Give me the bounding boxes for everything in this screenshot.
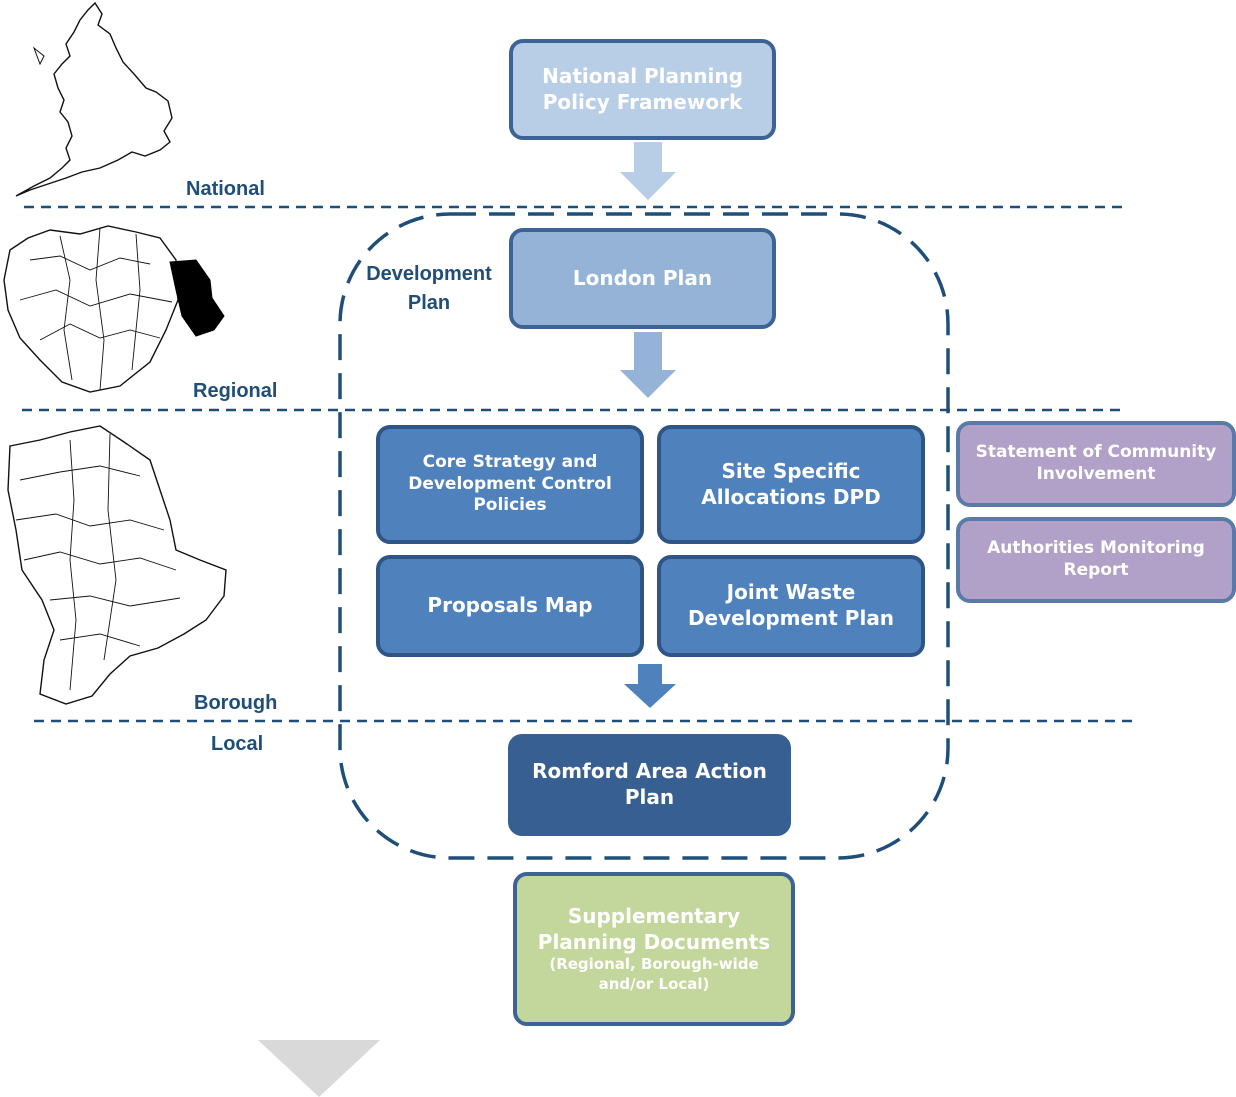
arrow-down-icon <box>620 332 676 398</box>
proposals-map-box[interactable]: Proposals Map <box>376 555 644 657</box>
london-boroughs-map-icon <box>3 225 225 393</box>
national-planning-policy-framework-box[interactable]: National Planning Policy Framework <box>509 39 776 140</box>
arrow-down-icon <box>624 664 676 708</box>
romford-area-action-plan-box[interactable]: Romford Area Action Plan <box>508 734 791 836</box>
core-strategy-box[interactable]: Core Strategy and Development Control Po… <box>376 425 644 544</box>
authorities-monitoring-report-box[interactable]: Authorities Monitoring Report <box>956 517 1236 603</box>
level-label-regional: Regional <box>193 380 278 402</box>
supplementary-planning-documents-box[interactable]: Supplementary Planning Documents (Region… <box>513 872 795 1026</box>
chevron-down-icon <box>258 1040 380 1097</box>
site-specific-allocations-box[interactable]: Site Specific Allocations DPD <box>657 425 925 544</box>
level-label-borough: Borough <box>194 692 278 714</box>
level-label-national: National <box>186 178 265 200</box>
england-outline-map-icon <box>15 1 173 197</box>
havering-wards-map-icon <box>7 425 227 705</box>
london-plan-box[interactable]: London Plan <box>509 228 776 329</box>
arrow-down-icon <box>620 142 676 200</box>
joint-waste-development-plan-box[interactable]: Joint Waste Development Plan <box>657 555 925 657</box>
level-label-local: Local <box>211 733 264 755</box>
development-plan-label: Development Plan <box>366 263 492 314</box>
statement-of-community-involvement-box[interactable]: Statement of Community Involvement <box>956 421 1236 507</box>
